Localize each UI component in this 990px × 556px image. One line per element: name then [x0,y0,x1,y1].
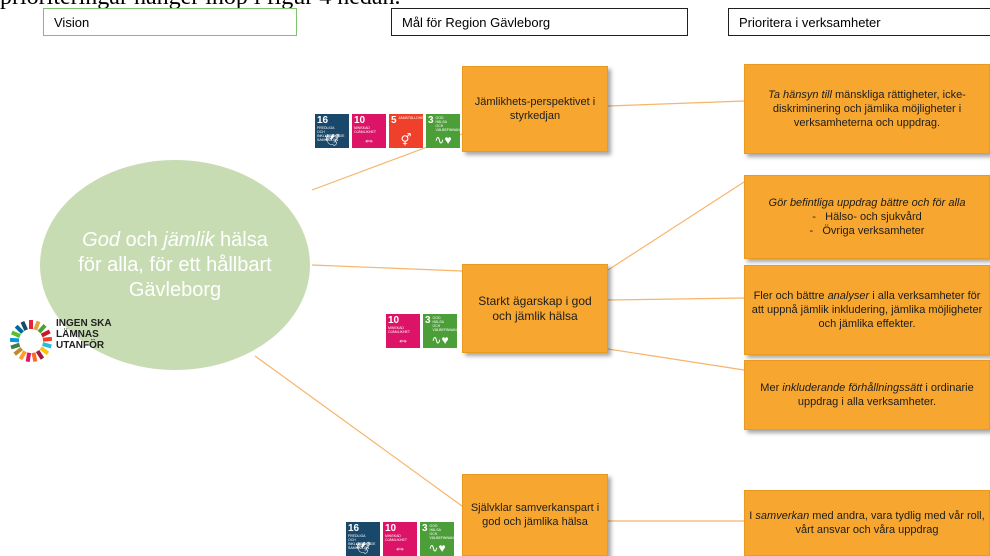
sdg-5-num: 5 [391,115,397,126]
sdg-16-icon-3: 16 FREDLIGA OCH INKLUDERANDE SAMHÄLLEN🕊 [346,522,380,556]
sdg-row-goal2: 10 MINSKAD OJÄMLIKHET⇔ 3 GOD HÄLSA OCH V… [386,314,457,348]
equality-arrows-icon: ⇔ [394,541,406,555]
sdg-3-icon: 3 GOD HÄLSA OCH VÄLBEFINNANDE∿♥ [426,114,460,148]
priority-4-rest: i ordinarie uppdrag i alla verksamheter. [797,382,974,408]
header-priorities: Prioritera i verksamheter [728,8,990,36]
sdg-3-num-3: 3 [422,523,428,534]
equality-arrows-icon: ⇔ [397,333,409,347]
priority-box-4: Mer inkluderande förhållningssätt i ordi… [744,360,990,430]
vision-circle-text: God och jämlik hälsa för alla, för ett h… [75,228,275,303]
priority-1-italic: Ta hänsyn till [768,89,832,101]
heartbeat-icon: ∿♥ [434,133,452,147]
sdg-16-text: FREDLIGA OCH INKLUDERANDE SAMHÄLLEN [317,126,345,142]
priority-4-pre: Mer [760,382,783,394]
sdg-16-icon: 16 FREDLIGA OCH INKLUDERANDE SAMHÄLLEN🕊 [315,114,349,148]
goal-label-3: Självklar samverkanspart i god och jämli… [470,502,600,528]
header-goals: Mål för Region Gävleborg [391,8,688,36]
sdg-5-icon: 5 JÄMSTÄLLDHET ⚥ [389,114,423,148]
vision-text-god: God [82,228,120,251]
priority-2-item-1: - Hälso- och sjukvård [812,211,922,223]
priority-2-item-1-text: Hälso- och sjukvård [825,211,922,223]
vision-text-jamlik: jämlik [163,228,215,251]
heartbeat-icon: ∿♥ [428,541,446,555]
header-vision: Vision [43,8,297,36]
priority-box-2: Gör befintliga uppdrag bättre och för al… [744,175,990,259]
logo-text: INGEN SKA LÄMNAS UTANFÖR [56,318,116,351]
goal-label-2: Starkt ägarskap i god och jämlik hälsa [478,293,592,323]
priority-1-rest: mänskliga rättigheter, icke-diskrimineri… [772,89,966,129]
dove-gavel-icon: 🕊 [355,541,371,555]
vision-text-rest: hälsa för alla, för ett hållbart Gävlebo… [78,228,272,301]
vision-text-och: och [119,228,164,251]
priority-5-pre: I [749,510,756,522]
sdg-10-num-3: 10 [385,523,397,534]
priority-2-italic: Gör befintliga uppdrag bättre och för al… [768,197,966,209]
priority-box-3: Fler och bättre analyser i alla verksamh… [744,265,990,355]
sdg-3-num: 3 [428,115,434,126]
sdg-16-num: 16 [317,115,329,126]
sdg-3-icon-3: 3 GOD HÄLSA OCH VÄLBEFINNANDE∿♥ [420,522,454,556]
vision-circle: God och jämlik hälsa för alla, för ett h… [40,160,310,370]
header-priorities-label: Prioritera i verksamheter [739,14,881,30]
sdg-3-text-2: GOD HÄLSA OCH VÄLBEFINNANDE [432,316,457,332]
priority-5-rest: med andra, vara tydlig med vår roll, vår… [795,510,985,536]
sdg-row-goal1: 16 FREDLIGA OCH INKLUDERANDE SAMHÄLLEN🕊 … [315,114,460,148]
priority-2-item-2: - Övriga verksamheter [809,225,925,237]
sdg-10-text-2: MINSKAD OJÄMLIKHET [388,326,410,334]
priority-text-4: Mer inkluderande förhållningssätt i ordi… [749,381,985,409]
sdg-10-icon-2: 10 MINSKAD OJÄMLIKHET⇔ [386,314,420,348]
line-vision-goal2 [311,264,463,272]
priority-3-pre: Fler och bättre [753,290,828,302]
clipped-body-text: prioriteringar hänger ihop i figur 4 ned… [0,0,401,11]
priority-text-3: Fler och bättre analyser i alla verksamh… [749,289,985,331]
priority-text-1: Ta hänsyn till mänskliga rättigheter, ic… [749,88,985,130]
priority-box-5: I samverkan med andra, vara tydlig med v… [744,490,990,556]
line-goal2-p3 [607,297,745,301]
goal-label-1: Jämlikhets-perspektivet i styrkedjan [474,96,596,122]
sdg-5-text: JÄMSTÄLLDHET [398,116,423,120]
sdg-row-goal3: 16 FREDLIGA OCH INKLUDERANDE SAMHÄLLEN🕊 … [346,522,454,556]
line-goal2-p2 [607,181,745,271]
sdg-10-icon: 10 MINSKAD OJÄMLIKHET⇔ [352,114,386,148]
goal-box-2: Starkt ägarskap i god och jämlik hälsa [462,264,608,353]
header-vision-label: Vision [54,14,90,30]
header-goals-label: Mål för Region Gävleborg [402,14,551,30]
line-vision-goal3 [254,355,463,507]
heartbeat-icon: ∿♥ [431,333,449,347]
gender-equality-icon: ⚥ [400,133,412,147]
sdg-3-text-3: GOD HÄLSA OCH VÄLBEFINNANDE [429,524,454,540]
priority-5-italic: samverkan [755,510,810,522]
priority-box-1: Ta hänsyn till mänskliga rättigheter, ic… [744,64,990,154]
priority-3-italic: analyser [827,290,870,302]
sdg-16-text-3: FREDLIGA OCH INKLUDERANDE SAMHÄLLEN [348,534,376,550]
sdg-wheel-icon [9,320,53,363]
sdg-10-num-2: 10 [388,315,400,326]
priority-4-italic: inkluderande förhållningssätt [782,382,923,394]
sdg-10-num: 10 [354,115,366,126]
dove-gavel-icon: 🕊 [324,133,340,147]
sdg-3-num-2: 3 [425,315,431,326]
sdg-wheel-logo: INGEN SKA LÄMNAS UTANFÖR [6,314,114,368]
logo-line-1: INGEN SKA [56,318,112,329]
sdg-10-text: MINSKAD OJÄMLIKHET [354,126,376,134]
goal-box-1: Jämlikhets-perspektivet i styrkedjan [462,66,608,152]
logo-line-3: UTANFÖR [56,340,105,351]
sdg-10-icon-3: 10 MINSKAD OJÄMLIKHET⇔ [383,522,417,556]
priority-text-5: I samverkan med andra, vara tydlig med v… [749,509,985,537]
sdg-3-text: GOD HÄLSA OCH VÄLBEFINNANDE [435,116,460,132]
line-goal1-p1 [607,100,745,107]
sdg-3-icon-2: 3 GOD HÄLSA OCH VÄLBEFINNANDE∿♥ [423,314,457,348]
priority-2-item-2-text: Övriga verksamheter [822,225,925,237]
sdg-10-text-3: MINSKAD OJÄMLIKHET [385,534,407,542]
sdg-16-num-3: 16 [348,523,360,534]
equality-arrows-icon: ⇔ [363,133,375,147]
priority-3-rest: i alla verksamheter för att uppnå jämlik… [751,290,983,330]
logo-line-2: LÄMNAS [56,329,99,340]
line-goal2-p4 [607,348,745,371]
goal-box-3: Självklar samverkanspart i god och jämli… [462,474,608,556]
